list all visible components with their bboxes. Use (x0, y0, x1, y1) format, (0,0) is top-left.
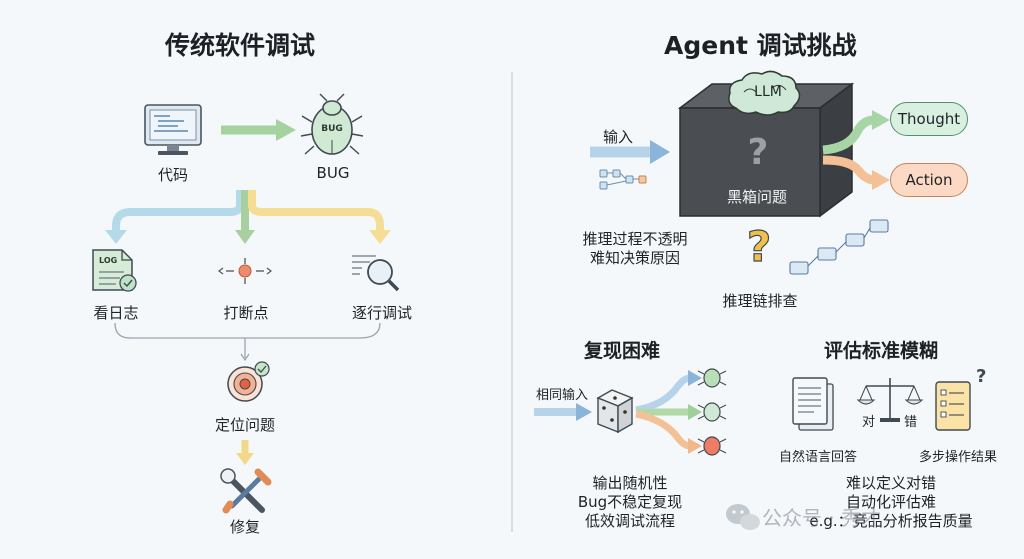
target-icon (227, 361, 270, 402)
branch-arrow-log (112, 190, 244, 232)
repro-line-3: 低效调试流程 (584, 512, 675, 530)
left-title: 传统软件调试 (165, 31, 316, 60)
box-question-mark: ? (747, 132, 769, 173)
thought-arrow (822, 115, 875, 155)
opaque-line-2: 难知决策原因 (589, 249, 680, 267)
monitor-icon (144, 104, 202, 155)
breakpoint-icon (218, 258, 272, 284)
wechat-icon (726, 504, 760, 530)
step-debug-label: 逐行调试 (351, 304, 412, 322)
eval-title: 评估标准模糊 (824, 340, 939, 362)
branch-arrow-step (248, 190, 384, 232)
scale-correct-label: 对 (862, 415, 876, 430)
token-flow-icon (599, 169, 647, 190)
log-icon-text: LOG (99, 256, 118, 265)
chain-label: 推理链排查 (722, 292, 798, 310)
bug-red-icon (697, 436, 727, 456)
breakpoint-label: 打断点 (223, 304, 269, 322)
black-box-label: 黑箱问题 (726, 188, 787, 206)
nl-answer-label: 自然语言回答 (778, 450, 857, 465)
action-arrow (822, 155, 875, 185)
repro-line-1: 输出随机性 (592, 474, 668, 492)
document-icon (792, 377, 834, 431)
same-input-label: 相同输入 (535, 388, 588, 403)
watermark-text: 公众号 · 秀才 (762, 506, 882, 530)
bug-label: BUG (316, 164, 350, 182)
dice-icon (596, 389, 634, 434)
eval-line-1: 难以定义对错 (845, 474, 936, 492)
multi-question-mark: ? (976, 366, 987, 387)
repro-description: 输出随机性 Bug不稳定复现 低效调试流程 (560, 474, 700, 531)
repro-title: 复现困难 (584, 340, 661, 362)
opaque-line-1: 推理过程不透明 (582, 230, 688, 248)
tools-icon (220, 468, 272, 514)
multi-step-label: 多步操作结果 (918, 450, 997, 465)
checklist-icon (935, 381, 971, 431)
bug-green-icon (697, 368, 727, 388)
thought-pill: Thought (890, 102, 968, 136)
eval-line-2: 自动化评估难 (845, 493, 936, 511)
right-title: Agent 调试挑战 (664, 31, 857, 60)
merge-bracket (114, 322, 381, 339)
log-file-icon (92, 249, 137, 292)
bug-icon-text: BUG (321, 124, 343, 134)
llm-text: LLM (754, 84, 782, 100)
action-pill: Action (890, 163, 968, 197)
magnifier-icon (352, 255, 400, 292)
black-box-cube (677, 82, 855, 218)
fan-arrow-1 (635, 374, 691, 414)
repro-line-2: Bug不稳定复现 (577, 493, 683, 511)
eval-description: 难以定义对错 自动化评估难 e.g.：竞品分析报告质量 (806, 474, 976, 531)
code-label: 代码 (157, 166, 188, 184)
chain-question-mark: ? (746, 221, 772, 271)
reasoning-chain-icon (789, 219, 889, 275)
bug-icon (300, 93, 364, 155)
locate-label: 定位问题 (214, 416, 275, 434)
opaque-reasoning-text: 推理过程不透明 难知决策原因 (575, 230, 695, 268)
fix-label: 修复 (229, 518, 260, 536)
bug-mint-icon (697, 402, 727, 422)
fan-arrow-3 (635, 410, 691, 450)
log-label: 看日志 (93, 304, 139, 322)
scale-wrong-label: 错 (904, 415, 918, 430)
brain-icon (728, 70, 801, 116)
eval-line-3: e.g.：竞品分析报告质量 (809, 512, 973, 530)
scale-icon (856, 378, 924, 422)
input-label: 输入 (602, 128, 633, 146)
